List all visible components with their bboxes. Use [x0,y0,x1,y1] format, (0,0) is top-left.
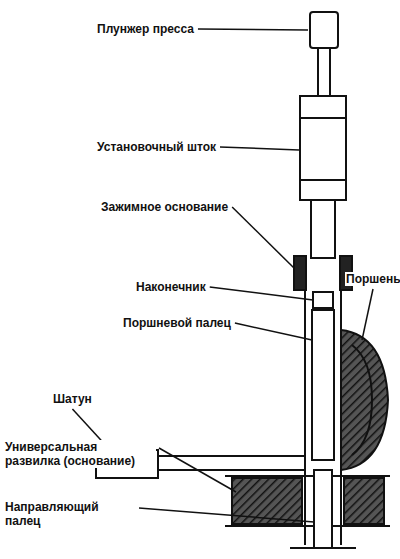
part-label: Наконечник [135,280,207,294]
part-label: Зажимное основание [100,200,229,214]
part-label: Универсальная развилка (основание) [4,440,156,468]
connecting-rod [158,456,305,470]
piston-pin [312,310,334,460]
fork-base [344,478,384,524]
leader-line [362,289,373,340]
fork-base [232,478,302,524]
part-label: Шатун [52,392,93,406]
leader-line [235,323,312,340]
tip [313,292,333,308]
part-label: Плунжер пресса [96,22,195,36]
plunger-head [310,12,338,48]
plunger-rod [318,48,330,96]
leader-line [198,29,308,30]
part-label: Поршневой палец [122,316,232,330]
part-label: Поршень [345,272,400,286]
part-label: Установочный шток [96,140,217,154]
guide-pin [314,470,332,548]
leader-line [210,287,313,300]
leader-line [232,207,294,268]
setting-rod-stem [311,200,335,258]
leader-line [139,508,314,522]
setting-rod [300,96,346,200]
piston [341,330,388,470]
clamp-base [294,256,306,290]
leader-line [159,448,236,492]
part-label: Направляющий палец [4,500,136,528]
leader-line [220,147,299,150]
